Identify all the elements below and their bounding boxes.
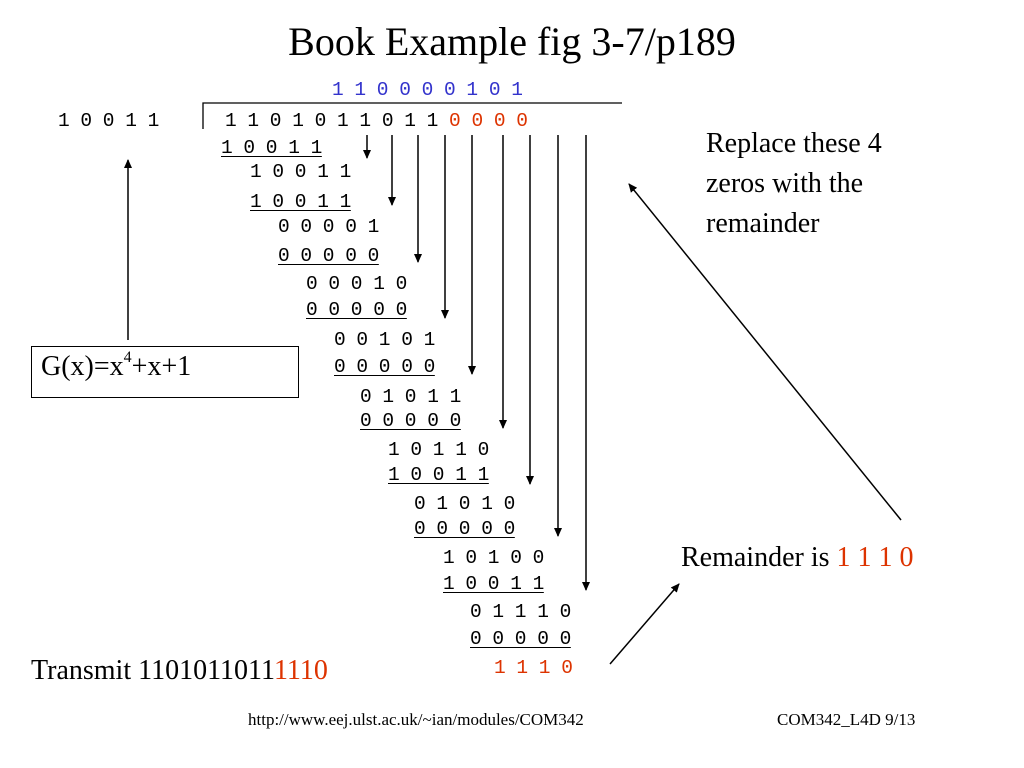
replace-note-arrow <box>628 183 902 521</box>
partial-remainder-row: 0 0 1 0 1 <box>334 329 435 351</box>
generator-exponent: 4 <box>123 349 132 366</box>
division-bracket <box>202 102 622 129</box>
dividend-appended-zeros: 0 0 0 0 <box>437 110 528 132</box>
subtraction-row: 0 0 0 0 0 <box>470 628 571 650</box>
quotient: 1 1 0 0 0 0 1 0 1 <box>332 79 523 101</box>
transmit-label: Transmit 1101011011 <box>31 655 274 686</box>
remainder-arrow <box>609 583 680 665</box>
partial-remainder-row: 1 0 1 0 0 <box>443 547 544 569</box>
slide-title: Book Example fig 3-7/p189 <box>288 19 736 64</box>
partial-remainder-row: 0 1 0 1 1 <box>360 386 461 408</box>
subtraction-row: 0 0 0 0 0 <box>414 518 515 540</box>
remainder-label: Remainder is <box>681 542 837 573</box>
subtraction-row: 0 0 0 0 0 <box>306 299 407 321</box>
footer-page-number: COM342_L4D 9/13 <box>777 710 916 729</box>
remainder-statement: Remainder is 1 1 1 0 <box>681 538 914 578</box>
remainder-value: 1 1 1 0 <box>836 542 914 573</box>
replace-note-line-3: remainder <box>706 208 820 239</box>
subtraction-row: 1 0 0 1 1 <box>443 573 544 595</box>
subtraction-row: 1 0 0 1 1 <box>221 137 322 159</box>
partial-remainder-row: 0 1 0 1 0 <box>414 493 515 515</box>
replace-note: Replace these 4 zeros with the remainder <box>706 124 882 244</box>
subtraction-row: 0 0 0 0 0 <box>278 245 379 267</box>
subtraction-row: 0 0 0 0 0 <box>334 356 435 378</box>
partial-remainder-row: 1 0 1 1 0 <box>388 439 489 461</box>
generator-prefix: G(x)=x <box>41 351 124 382</box>
dividend: 1 1 0 1 0 1 1 0 1 1 0 0 0 0 <box>225 110 528 132</box>
replace-note-line-2: zeros with the <box>706 168 864 199</box>
partial-remainder-row: 0 0 0 1 0 <box>306 273 407 295</box>
partial-remainder-row: 0 0 0 0 1 <box>278 216 379 238</box>
partial-remainder-row: 1 0 0 1 1 <box>250 161 351 183</box>
partial-remainder-row: 0 1 1 1 0 <box>470 601 571 623</box>
subtraction-row: 1 0 0 1 1 <box>250 191 351 213</box>
divisor: 1 0 0 1 1 <box>58 110 159 132</box>
footer-url[interactable]: http://www.eej.ulst.ac.uk/~ian/modules/C… <box>248 710 584 729</box>
replace-note-line-1: Replace these 4 <box>706 128 882 159</box>
generator-suffix: +x+1 <box>131 351 192 382</box>
subtraction-row: 1 0 0 1 1 <box>388 464 489 486</box>
transmit-crc-bits: 1110 <box>273 655 328 686</box>
final-remainder: 1 1 1 0 <box>494 657 573 679</box>
generator-polynomial-box: G(x)=x4+x+1 <box>31 346 299 398</box>
transmit-statement: Transmit 11010110111110 <box>31 651 328 691</box>
subtraction-row: 0 0 0 0 0 <box>360 410 461 432</box>
dividend-message-bits: 1 1 0 1 0 1 1 0 1 1 <box>225 110 438 132</box>
